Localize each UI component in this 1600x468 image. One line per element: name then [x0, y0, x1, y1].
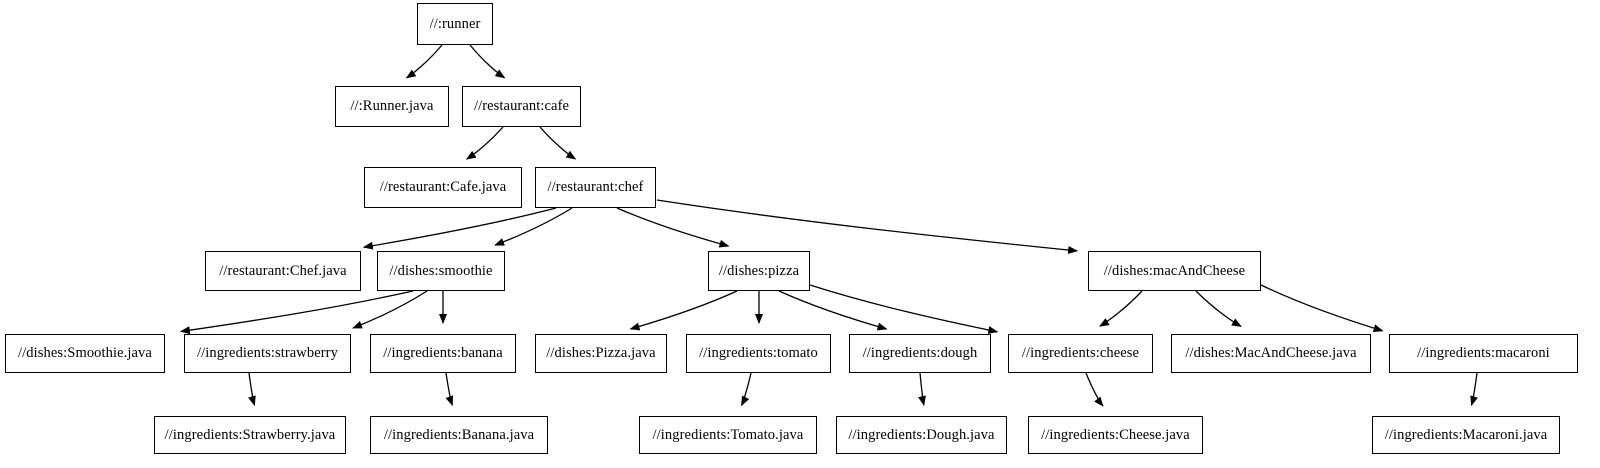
graph-edge-ing_strawberry-to-strawberry_java: [248, 372, 256, 407]
graph-edge-runner-to-restaurant_cafe: [469, 44, 506, 79]
graph-node-restaurant_cafe[interactable]: //restaurant:cafe: [462, 86, 581, 127]
graph-node-macandcheese_java[interactable]: //dishes:MacAndCheese.java: [1171, 334, 1371, 373]
graph-node-label: //dishes:macAndCheese: [1103, 262, 1246, 279]
graph-edge-restaurant_chef-to-dishes_smoothie: [494, 207, 573, 246]
graph-edge-ing_macaroni-to-macaroni_java: [1470, 372, 1478, 407]
graph-node-label: //restaurant:chef: [547, 179, 644, 196]
graph-node-pizza_java[interactable]: //dishes:Pizza.java: [535, 334, 667, 373]
graph-edge-ing_tomato-to-tomato_java: [740, 372, 752, 407]
graph-edge-dishes_macandcheese-to-ing_cheese: [1099, 290, 1143, 327]
graph-edge-runner-to-runner_java: [405, 44, 443, 79]
graph-edge-restaurant_cafe-to-cafe_java: [465, 126, 504, 160]
graph-node-label: //:Runner.java: [350, 98, 434, 115]
graph-node-label: //dishes:Pizza.java: [546, 345, 656, 362]
graph-node-label: //ingredients:Tomato.java: [652, 426, 804, 443]
graph-node-label: //ingredients:strawberry: [197, 345, 338, 362]
graph-node-runner_java[interactable]: //:Runner.java: [335, 86, 449, 127]
graph-edge-dishes_pizza-to-ing_dough: [778, 290, 888, 331]
graph-edge-restaurant_chef-to-chef_java: [362, 207, 557, 250]
graph-node-dough_java[interactable]: //ingredients:Dough.java: [836, 416, 1007, 454]
graph-node-label: //ingredients:Cheese.java: [1041, 426, 1190, 443]
graph-node-label: //ingredients:macaroni: [1417, 345, 1550, 362]
graph-node-tomato_java[interactable]: //ingredients:Tomato.java: [639, 416, 817, 454]
graph-node-label: //restaurant:Chef.java: [219, 262, 347, 279]
graph-edge-dishes_pizza-to-ing_cheese: [809, 284, 999, 334]
graph-node-macaroni_java[interactable]: //ingredients:Macaroni.java: [1372, 416, 1560, 454]
graph-node-label: //:runner: [429, 15, 481, 32]
graph-node-ing_macaroni[interactable]: //ingredients:macaroni: [1389, 334, 1578, 373]
graph-node-label: //dishes:Smoothie.java: [18, 345, 152, 362]
graph-node-label: //dishes:smoothie: [389, 262, 493, 279]
graph-edge-dishes_smoothie-to-ing_strawberry: [352, 290, 428, 329]
graph-node-label: //ingredients:Dough.java: [848, 426, 995, 443]
graph-node-label: //dishes:MacAndCheese.java: [1185, 345, 1357, 362]
graph-node-label: //ingredients:tomato: [699, 345, 818, 362]
graph-node-dishes_macandcheese[interactable]: //dishes:macAndCheese: [1088, 251, 1261, 291]
graph-node-smoothie_java[interactable]: //dishes:Smoothie.java: [5, 334, 165, 373]
graph-edge-restaurant_chef-to-dishes_pizza: [616, 207, 730, 248]
graph-node-dishes_pizza[interactable]: //dishes:pizza: [708, 251, 810, 291]
graph-node-ing_cheese[interactable]: //ingredients:cheese: [1008, 334, 1153, 373]
graph-node-restaurant_chef[interactable]: //restaurant:chef: [535, 167, 656, 208]
graph-node-chef_java[interactable]: //restaurant:Chef.java: [205, 251, 361, 291]
graph-node-cheese_java[interactable]: //ingredients:Cheese.java: [1028, 416, 1203, 454]
graph-node-cafe_java[interactable]: //restaurant:Cafe.java: [364, 167, 522, 208]
graph-node-ing_dough[interactable]: //ingredients:dough: [849, 334, 991, 373]
graph-edge-ing_banana-to-banana_java: [445, 372, 454, 407]
graph-node-label: //dishes:pizza: [718, 262, 800, 279]
graph-node-strawberry_java[interactable]: //ingredients:Strawberry.java: [154, 416, 346, 454]
graph-node-label: //ingredients:cheese: [1021, 345, 1140, 362]
graph-node-label: //restaurant:Cafe.java: [379, 179, 507, 196]
graph-node-label: //ingredients:Banana.java: [383, 426, 535, 443]
graph-edge-dishes_pizza-to-pizza_java: [629, 290, 738, 331]
graph-edge-ing_cheese-to-cheese_java: [1085, 372, 1104, 407]
graph-edge-restaurant_cafe-to-restaurant_chef: [539, 126, 577, 160]
graph-node-label: //restaurant:cafe: [473, 98, 570, 115]
graph-node-dishes_smoothie[interactable]: //dishes:smoothie: [377, 251, 505, 291]
graph-edge-ing_dough-to-dough_java: [918, 372, 926, 407]
graph-edge-dishes_smoothie-to-smoothie_java: [179, 290, 414, 335]
graph-node-ing_banana[interactable]: //ingredients:banana: [370, 334, 516, 373]
graph-node-banana_java[interactable]: //ingredients:Banana.java: [370, 416, 548, 454]
graph-node-label: //ingredients:Strawberry.java: [164, 426, 336, 443]
graph-node-label: //ingredients:banana: [383, 345, 503, 362]
graph-edge-restaurant_chef-to-dishes_macandcheese: [656, 199, 1079, 254]
graph-node-label: //ingredients:Macaroni.java: [1384, 426, 1548, 443]
graph-edge-dishes_macandcheese-to-macandcheese_java: [1195, 290, 1242, 327]
graph-node-ing_tomato[interactable]: //ingredients:tomato: [686, 334, 831, 373]
graph-node-ing_strawberry[interactable]: //ingredients:strawberry: [184, 334, 351, 373]
graph-node-label: //ingredients:dough: [862, 345, 978, 362]
graph-node-runner[interactable]: //:runner: [417, 3, 493, 45]
graph-edge-dishes_macandcheese-to-ing_macaroni: [1260, 284, 1384, 333]
